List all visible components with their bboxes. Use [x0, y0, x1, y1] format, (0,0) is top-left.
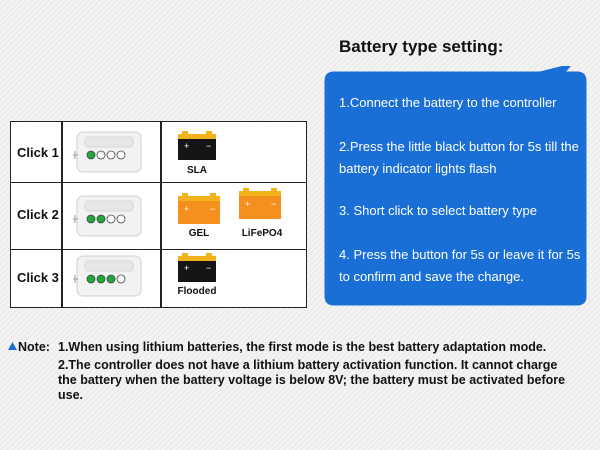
svg-text:−: − — [206, 141, 211, 151]
controller-icon — [73, 131, 142, 173]
battery-label: Flooded — [177, 286, 217, 297]
battery-label: GEL — [188, 228, 210, 239]
svg-text:−: − — [210, 204, 215, 214]
note-line-1: 1.When using lithium batteries, the firs… — [58, 340, 547, 354]
svg-text:−: − — [271, 199, 276, 209]
svg-text:+: + — [184, 263, 189, 273]
svg-text:−: − — [206, 263, 211, 273]
note-line-2: 2.The controller does not have a lithium… — [58, 358, 566, 402]
click-label: Click 1 — [17, 145, 59, 160]
sla-battery-icon: + − — [178, 131, 216, 160]
lifepo4-battery-icon: + − — [239, 188, 281, 219]
triangle-up-icon — [8, 342, 17, 350]
section-heading: Battery type setting: — [339, 37, 504, 56]
step-2: 2.Press the little black button for 5s t… — [339, 139, 579, 176]
svg-text:+: + — [245, 199, 250, 209]
click-label: Click 2 — [17, 207, 59, 222]
battery-label: LiFePO4 — [241, 228, 283, 239]
step-4: 4. Press the button for 5s or leave it f… — [339, 247, 581, 284]
flooded-battery-icon: + − — [178, 253, 216, 282]
table-row: Click 1 + − SLA — [11, 122, 306, 183]
controller-icon — [73, 255, 142, 297]
step-3: 3. Short click to select battery type — [339, 203, 537, 218]
instruction-bubble — [324, 66, 587, 306]
table-row: Click 2 + − GEL + − LiFePO4 — [11, 183, 306, 250]
table-row: Click 3 + − Flooded — [11, 250, 306, 306]
battery-label: SLA — [187, 165, 207, 176]
column-divider — [61, 122, 63, 307]
column-divider — [160, 122, 162, 307]
click-mode-table: Click 1 + − SLA Click 2 — [10, 121, 307, 308]
step-1: 1.Connect the battery to the controller — [339, 95, 557, 110]
note-label: Note: — [18, 340, 50, 354]
svg-text:+: + — [184, 141, 189, 151]
gel-battery-icon: + − — [178, 193, 220, 224]
instruction-steps: 1.Connect the battery to the controller … — [339, 92, 581, 310]
controller-icon — [73, 195, 142, 237]
svg-text:+: + — [184, 204, 189, 214]
click-label: Click 3 — [17, 270, 59, 285]
